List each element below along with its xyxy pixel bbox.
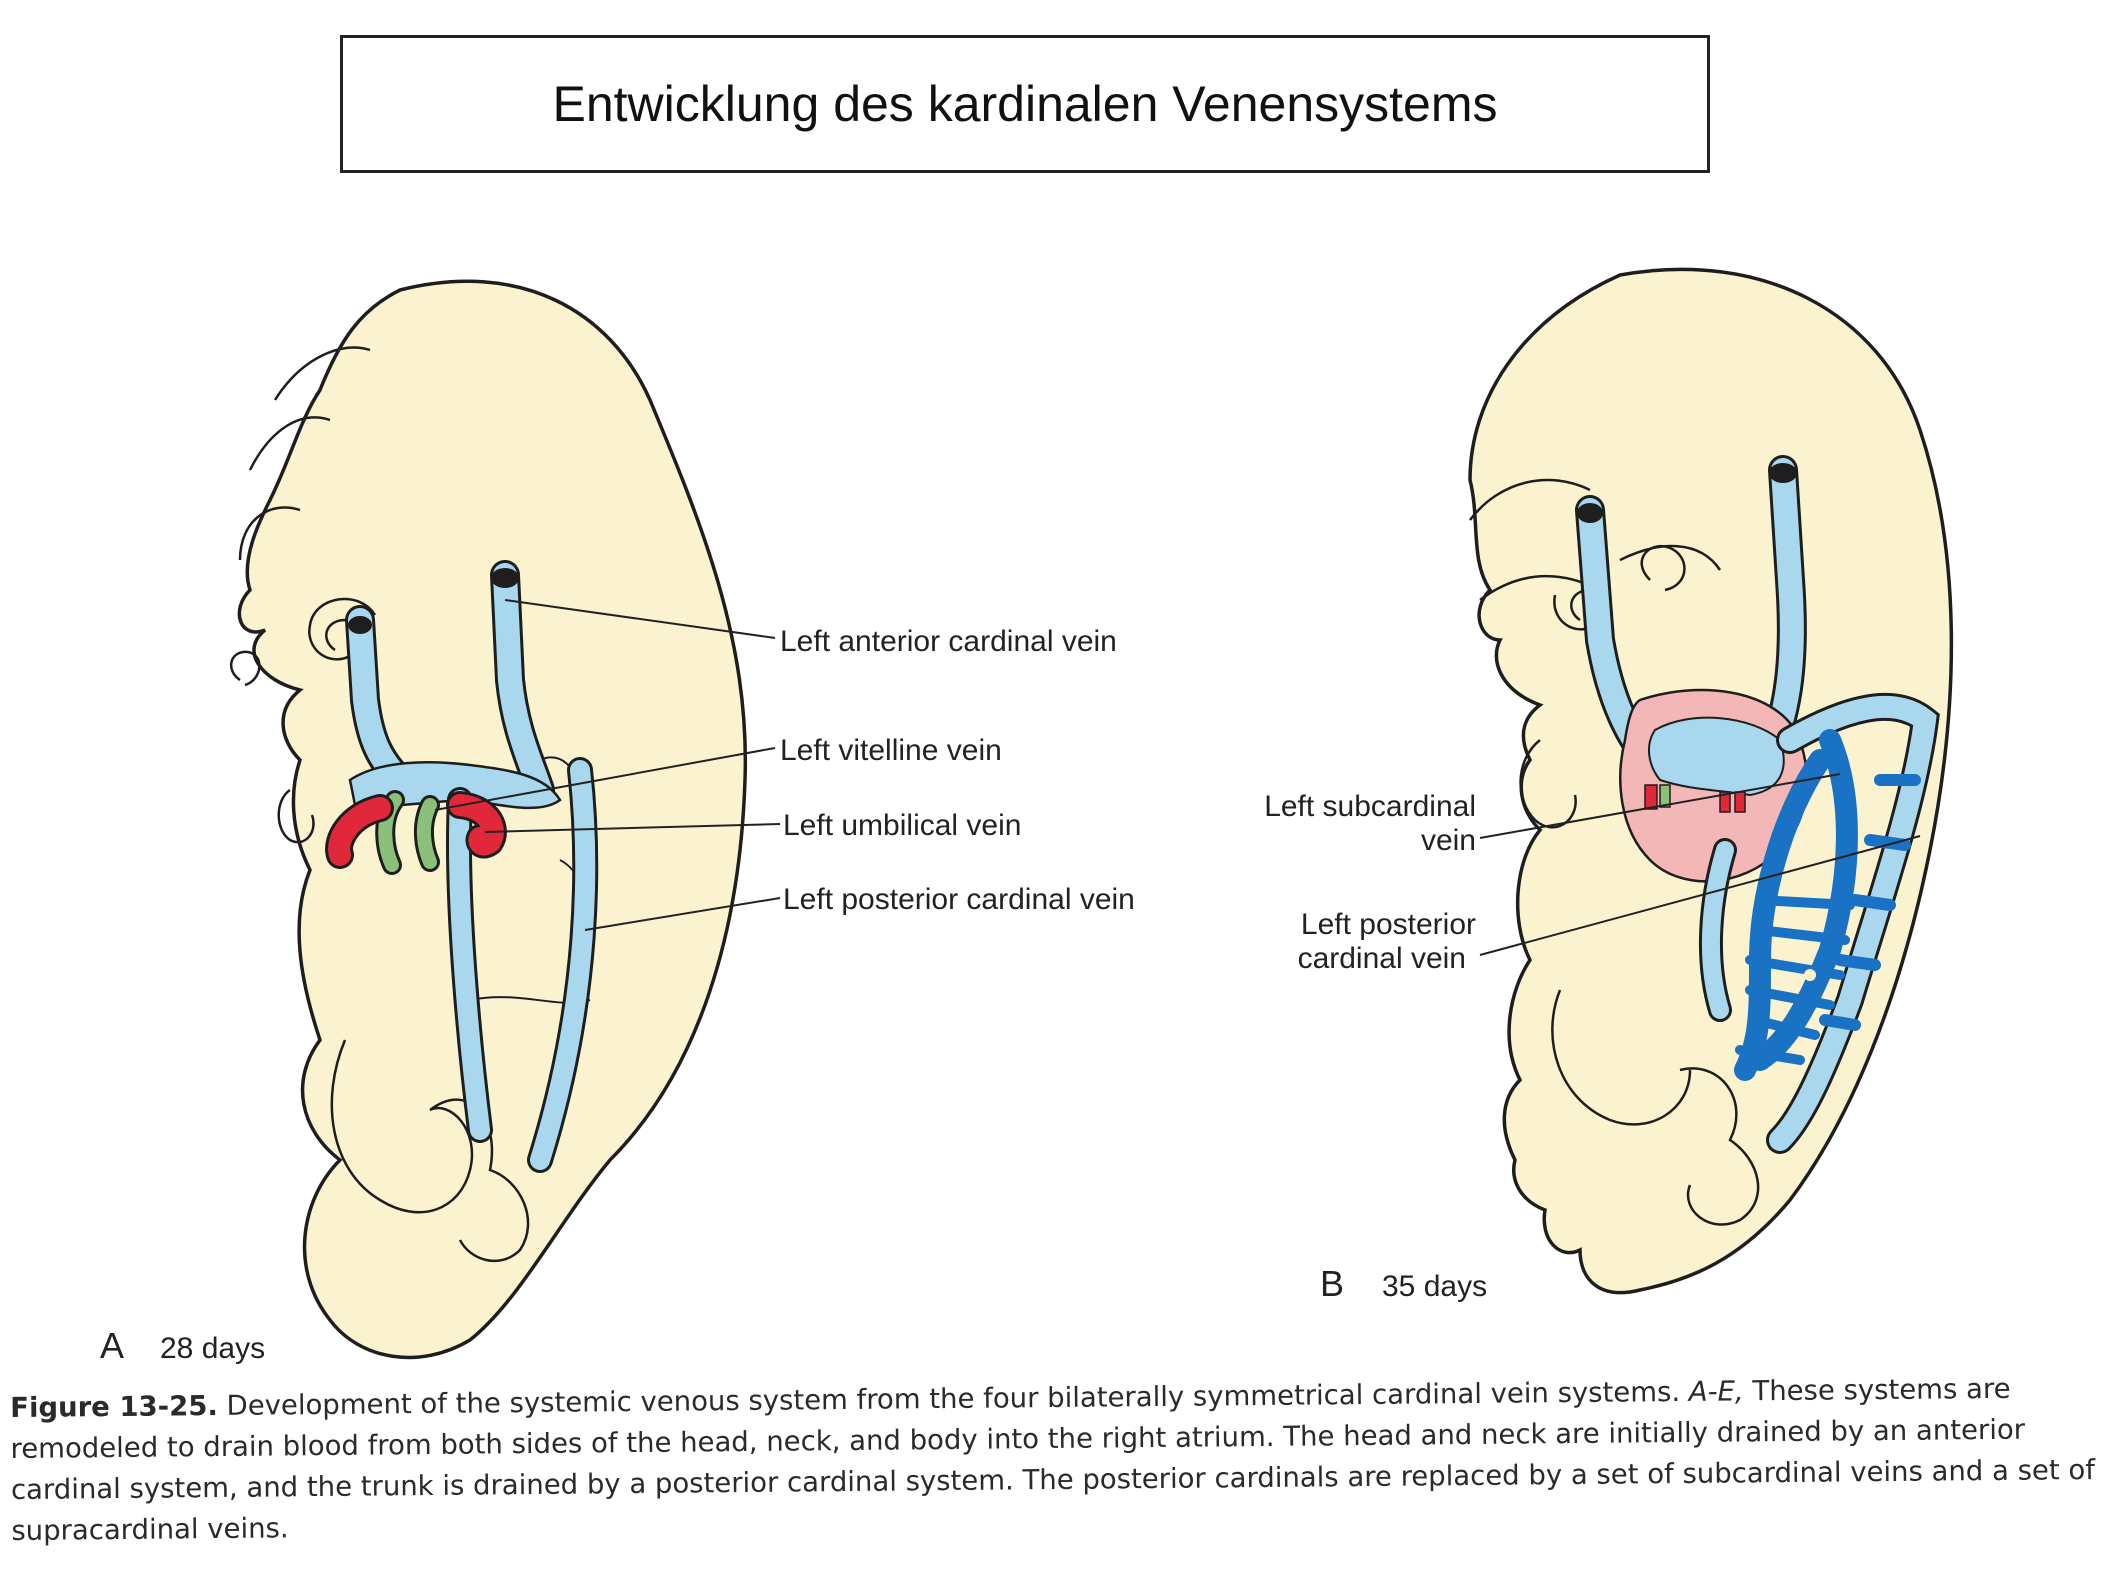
- title-box: Entwicklung des kardinalen Venensystems: [340, 35, 1710, 173]
- b-plexus-hole-1: [1788, 948, 1802, 962]
- embryo-a-upper-limb: [277, 788, 315, 844]
- embryo-b: [1468, 267, 1954, 1295]
- panel-a-age: 28 days: [160, 1332, 265, 1365]
- embryo-b-lower-limb: [1551, 989, 1760, 1226]
- b-plexus-hole-2: [1804, 969, 1816, 981]
- figure-number: Figure 13-25.: [10, 1390, 219, 1424]
- figure-title: Entwicklung des kardinalen Venensystems: [552, 76, 1498, 132]
- embryo-b-eye: [1640, 545, 1686, 592]
- label-b-posterior-cardinal-line1: Left posterior: [1301, 908, 1476, 941]
- label-b-posterior-cardinal-line2: cardinal vein: [1298, 942, 1466, 975]
- a-vein-opening-left: [491, 568, 519, 588]
- a-vein-opening-right: [348, 616, 372, 634]
- b-umbilical-stub-1: [1644, 784, 1658, 810]
- b-umbilical-stub-2: [1719, 791, 1731, 813]
- leader-a-vitelline: [434, 747, 776, 811]
- leader-a-posterior-cardinal: [584, 897, 781, 931]
- leader-a-umbilical: [484, 823, 781, 833]
- panel-a-leaders: [434, 599, 781, 931]
- embryo-b-upper-limb: [1519, 739, 1577, 829]
- b-supracardinal-rungs: [1819, 774, 1921, 1031]
- b-posterior-cardinal: [1769, 695, 1937, 1151]
- leader-b-subcardinal: [1479, 773, 1841, 839]
- b-vitelline-stub: [1659, 784, 1671, 808]
- panel-b-age: 35 days: [1382, 1270, 1487, 1303]
- b-sinus-venosus: [1648, 716, 1785, 797]
- embryo-a-otic-pit: [229, 650, 261, 687]
- leader-a-anterior-cardinal: [504, 599, 776, 639]
- b-plexus-hole-3: [1779, 979, 1791, 991]
- leader-b-posterior-cardinal: [1479, 835, 1921, 956]
- b-subcardinal-plexus: [1735, 895, 1855, 1065]
- b-vein-opening-right: [1577, 503, 1603, 523]
- label-a-umbilical: Left umbilical vein: [783, 809, 1021, 842]
- panel-b-letter: B: [1320, 1263, 1344, 1304]
- caption-panel-range: A-E,: [1688, 1375, 1744, 1408]
- label-b-subcardinal-line1: Left subcardinal: [1264, 790, 1476, 823]
- embryo-a-pharyngeal-arch: [308, 597, 377, 661]
- label-a-anterior-cardinal: Left anterior cardinal vein: [780, 625, 1117, 658]
- b-umbilical-stub-3: [1734, 791, 1746, 813]
- figure-caption: Figure 13-25. Development of the systemi…: [10, 1368, 2101, 1552]
- embryo-a: [229, 279, 748, 1360]
- label-b-subcardinal-line2: vein: [1421, 824, 1476, 857]
- embryo-a-head-fold: [238, 346, 371, 561]
- panel-b-leaders: [1479, 773, 1921, 956]
- b-vein-opening-left: [1769, 463, 1797, 483]
- label-a-vitelline: Left vitelline vein: [780, 734, 1002, 767]
- b-posterior-cardinal-right: [1701, 841, 1734, 1019]
- label-a-posterior-cardinal: Left posterior cardinal vein: [783, 883, 1135, 916]
- panel-a-letter: A: [100, 1325, 124, 1366]
